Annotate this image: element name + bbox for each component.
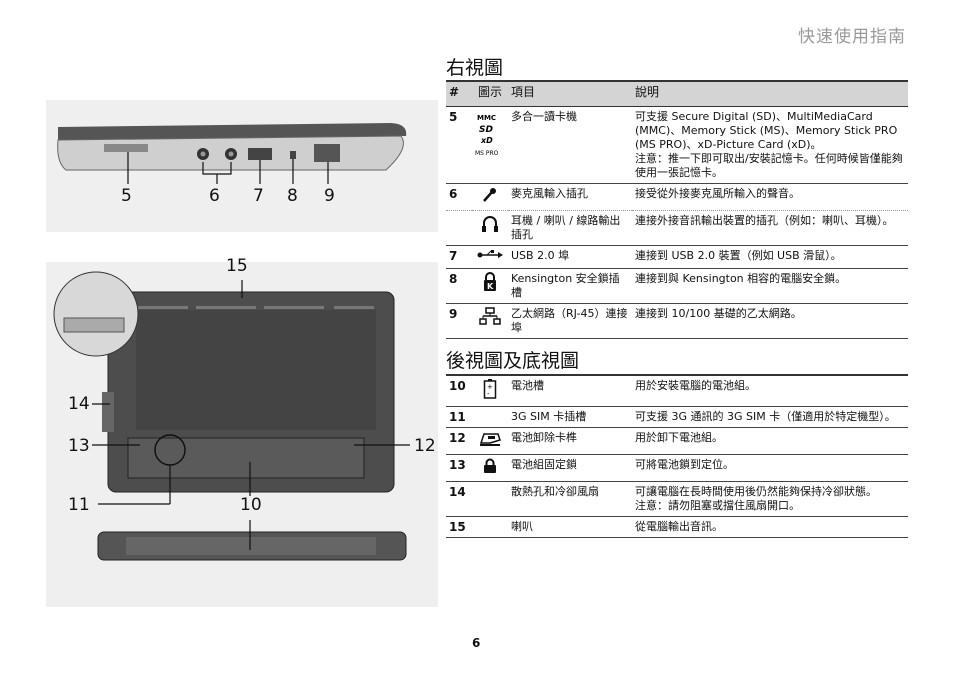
- row-number: [446, 210, 472, 246]
- empty-icon-cell: [472, 516, 508, 538]
- network-icon: [472, 303, 508, 339]
- callout-10: 10: [240, 495, 262, 515]
- laptop-side-illustration: [57, 123, 407, 184]
- row-item: 電池組固定鎖: [508, 454, 632, 482]
- col-number: #: [446, 80, 472, 107]
- page-number: 6: [472, 636, 481, 650]
- svg-text:+: +: [487, 383, 493, 391]
- row-description: 可支援 3G 通訊的 3G SIM 卡（僅適用於特定機型）。: [632, 406, 908, 428]
- empty-icon-cell: [472, 481, 508, 517]
- row-number: 9: [446, 303, 472, 339]
- row-number: 13: [446, 454, 472, 482]
- row-item: 多合一讀卡機: [508, 106, 632, 184]
- table-row: 11 3G SIM 卡插槽 可支援 3G 通訊的 3G SIM 卡（僅適用於特定…: [446, 406, 908, 428]
- row-number: 12: [446, 427, 472, 455]
- col-icon: 圖示: [472, 80, 508, 107]
- row-item: 電池槽: [508, 375, 632, 407]
- row-item: Kensington 安全鎖插槽: [508, 268, 632, 304]
- row-description: 接受從外接麥克風所輸入的聲音。: [632, 183, 908, 211]
- svg-text:K: K: [487, 282, 494, 291]
- battery-icon: +-: [472, 375, 508, 407]
- svg-text:MS PRO: MS PRO: [475, 150, 499, 157]
- row-number: 6: [446, 183, 472, 211]
- callout-7: 7: [253, 186, 264, 206]
- table-row: 10 +- 電池槽 用於安裝電腦的電池組。: [446, 375, 908, 407]
- note-text: 注意：推一下即可取出/安裝記憶卡。任何時候皆僅能夠使用一張記憶卡。: [635, 152, 903, 179]
- table-row: 12 電池卸除卡榫 用於卸下電池組。: [446, 427, 908, 455]
- description-text: 可支援 Secure Digital (SD)、MultiMediaCard (…: [635, 110, 898, 151]
- battery-release-icon: [472, 427, 508, 455]
- row-number: 8: [446, 268, 472, 304]
- bottom-figure: [46, 262, 438, 607]
- table-row: 7 USB 2.0 埠 連接到 USB 2.0 裝置（例如 USB 滑鼠）。: [446, 245, 908, 269]
- row-item: 麥克風輸入插孔: [508, 183, 632, 211]
- row-description: 連接到與 Kensington 相容的電腦安全鎖。: [632, 268, 908, 304]
- table-row: 14 散熱孔和冷卻風扇 可讓電腦在長時間使用後仍然能夠保持冷卻狀態。注意：請勿阻…: [446, 481, 908, 517]
- row-item: 散熱孔和冷卻風扇: [508, 481, 632, 517]
- callout-13: 13: [68, 436, 90, 456]
- row-number: 10: [446, 375, 472, 407]
- row-item: 電池卸除卡榫: [508, 427, 632, 455]
- row-item: 3G SIM 卡插槽: [508, 406, 632, 428]
- table-row: 耳機 / 喇叭 / 線路輸出插孔 連接外接音訊輸出裝置的插孔（例如：喇叭、耳機）…: [446, 210, 908, 246]
- rear-view-table: 10 +- 電池槽 用於安裝電腦的電池組。 11 3G SIM 卡插槽 可支援 …: [446, 374, 908, 538]
- callout-6: 6: [209, 186, 220, 206]
- svg-text:MMC: MMC: [477, 114, 496, 122]
- callout-11: 11: [68, 495, 90, 515]
- row-number: 14: [446, 481, 472, 517]
- table-row: 6 麥克風輸入插孔 接受從外接麥克風所輸入的聲音。: [446, 183, 908, 211]
- svg-text:SD: SD: [479, 125, 493, 135]
- row-description: 連接外接音訊輸出裝置的插孔（例如：喇叭、耳機）。: [632, 210, 908, 246]
- kensington-lock-icon: K: [472, 268, 508, 304]
- row-number: 5: [446, 106, 472, 184]
- row-description: 可讓電腦在長時間使用後仍然能夠保持冷卻狀態。注意：請勿阻塞或擋住風扇開口。: [632, 481, 908, 517]
- note-text: 注意：請勿阻塞或擋住風扇開口。: [635, 499, 800, 512]
- row-item: 喇叭: [508, 516, 632, 538]
- microphone-icon: [472, 183, 508, 211]
- callout-8: 8: [287, 186, 298, 206]
- row-description: 用於卸下電池組。: [632, 427, 908, 455]
- row-description: 從電腦輸出音訊。: [632, 516, 908, 538]
- row-description: 可支援 Secure Digital (SD)、MultiMediaCard (…: [632, 106, 908, 184]
- col-description: 說明: [632, 80, 908, 107]
- callout-5: 5: [121, 186, 132, 206]
- svg-text:-: -: [487, 390, 490, 398]
- right-side-figure: [46, 100, 438, 232]
- row-description: 連接到 10/100 基礎的乙太網路。: [632, 303, 908, 339]
- callout-14: 14: [68, 394, 90, 414]
- empty-icon-cell: [472, 406, 508, 428]
- callout-15: 15: [226, 256, 248, 276]
- table-row: 15 喇叭 從電腦輸出音訊。: [446, 516, 908, 538]
- description-text: 可讓電腦在長時間使用後仍然能夠保持冷卻狀態。: [635, 485, 877, 498]
- table-row: 13 電池組固定鎖 可將電池鎖到定位。: [446, 454, 908, 482]
- callout-12: 12: [414, 436, 436, 456]
- battery-lock-icon: [472, 454, 508, 482]
- callout-9: 9: [324, 186, 335, 206]
- rear-view-title: 後視圖及底視圖: [446, 350, 580, 372]
- right-view-title: 右視圖: [446, 57, 504, 79]
- usb-icon: [472, 245, 508, 269]
- row-description: 連接到 USB 2.0 裝置（例如 USB 滑鼠）。: [632, 245, 908, 269]
- table-row: 9 乙太網路（RJ-45）連接埠 連接到 10/100 基礎的乙太網路。: [446, 303, 908, 339]
- row-item: 耳機 / 喇叭 / 線路輸出插孔: [508, 210, 632, 246]
- svg-text:xD: xD: [480, 136, 493, 145]
- row-number: 15: [446, 516, 472, 538]
- row-description: 用於安裝電腦的電池組。: [632, 375, 908, 407]
- headphone-icon: [472, 210, 508, 246]
- row-number: 7: [446, 245, 472, 269]
- laptop-bottom-illustration: [53, 271, 410, 561]
- row-description: 可將電池鎖到定位。: [632, 454, 908, 482]
- row-item: 乙太網路（RJ-45）連接埠: [508, 303, 632, 339]
- table-header: # 圖示 項目 說明: [446, 80, 908, 107]
- guide-title: 快速使用指南: [798, 27, 906, 47]
- table-row: 8 K Kensington 安全鎖插槽 連接到與 Kensington 相容的…: [446, 268, 908, 304]
- col-item: 項目: [508, 80, 632, 107]
- row-number: 11: [446, 406, 472, 428]
- row-item: USB 2.0 埠: [508, 245, 632, 269]
